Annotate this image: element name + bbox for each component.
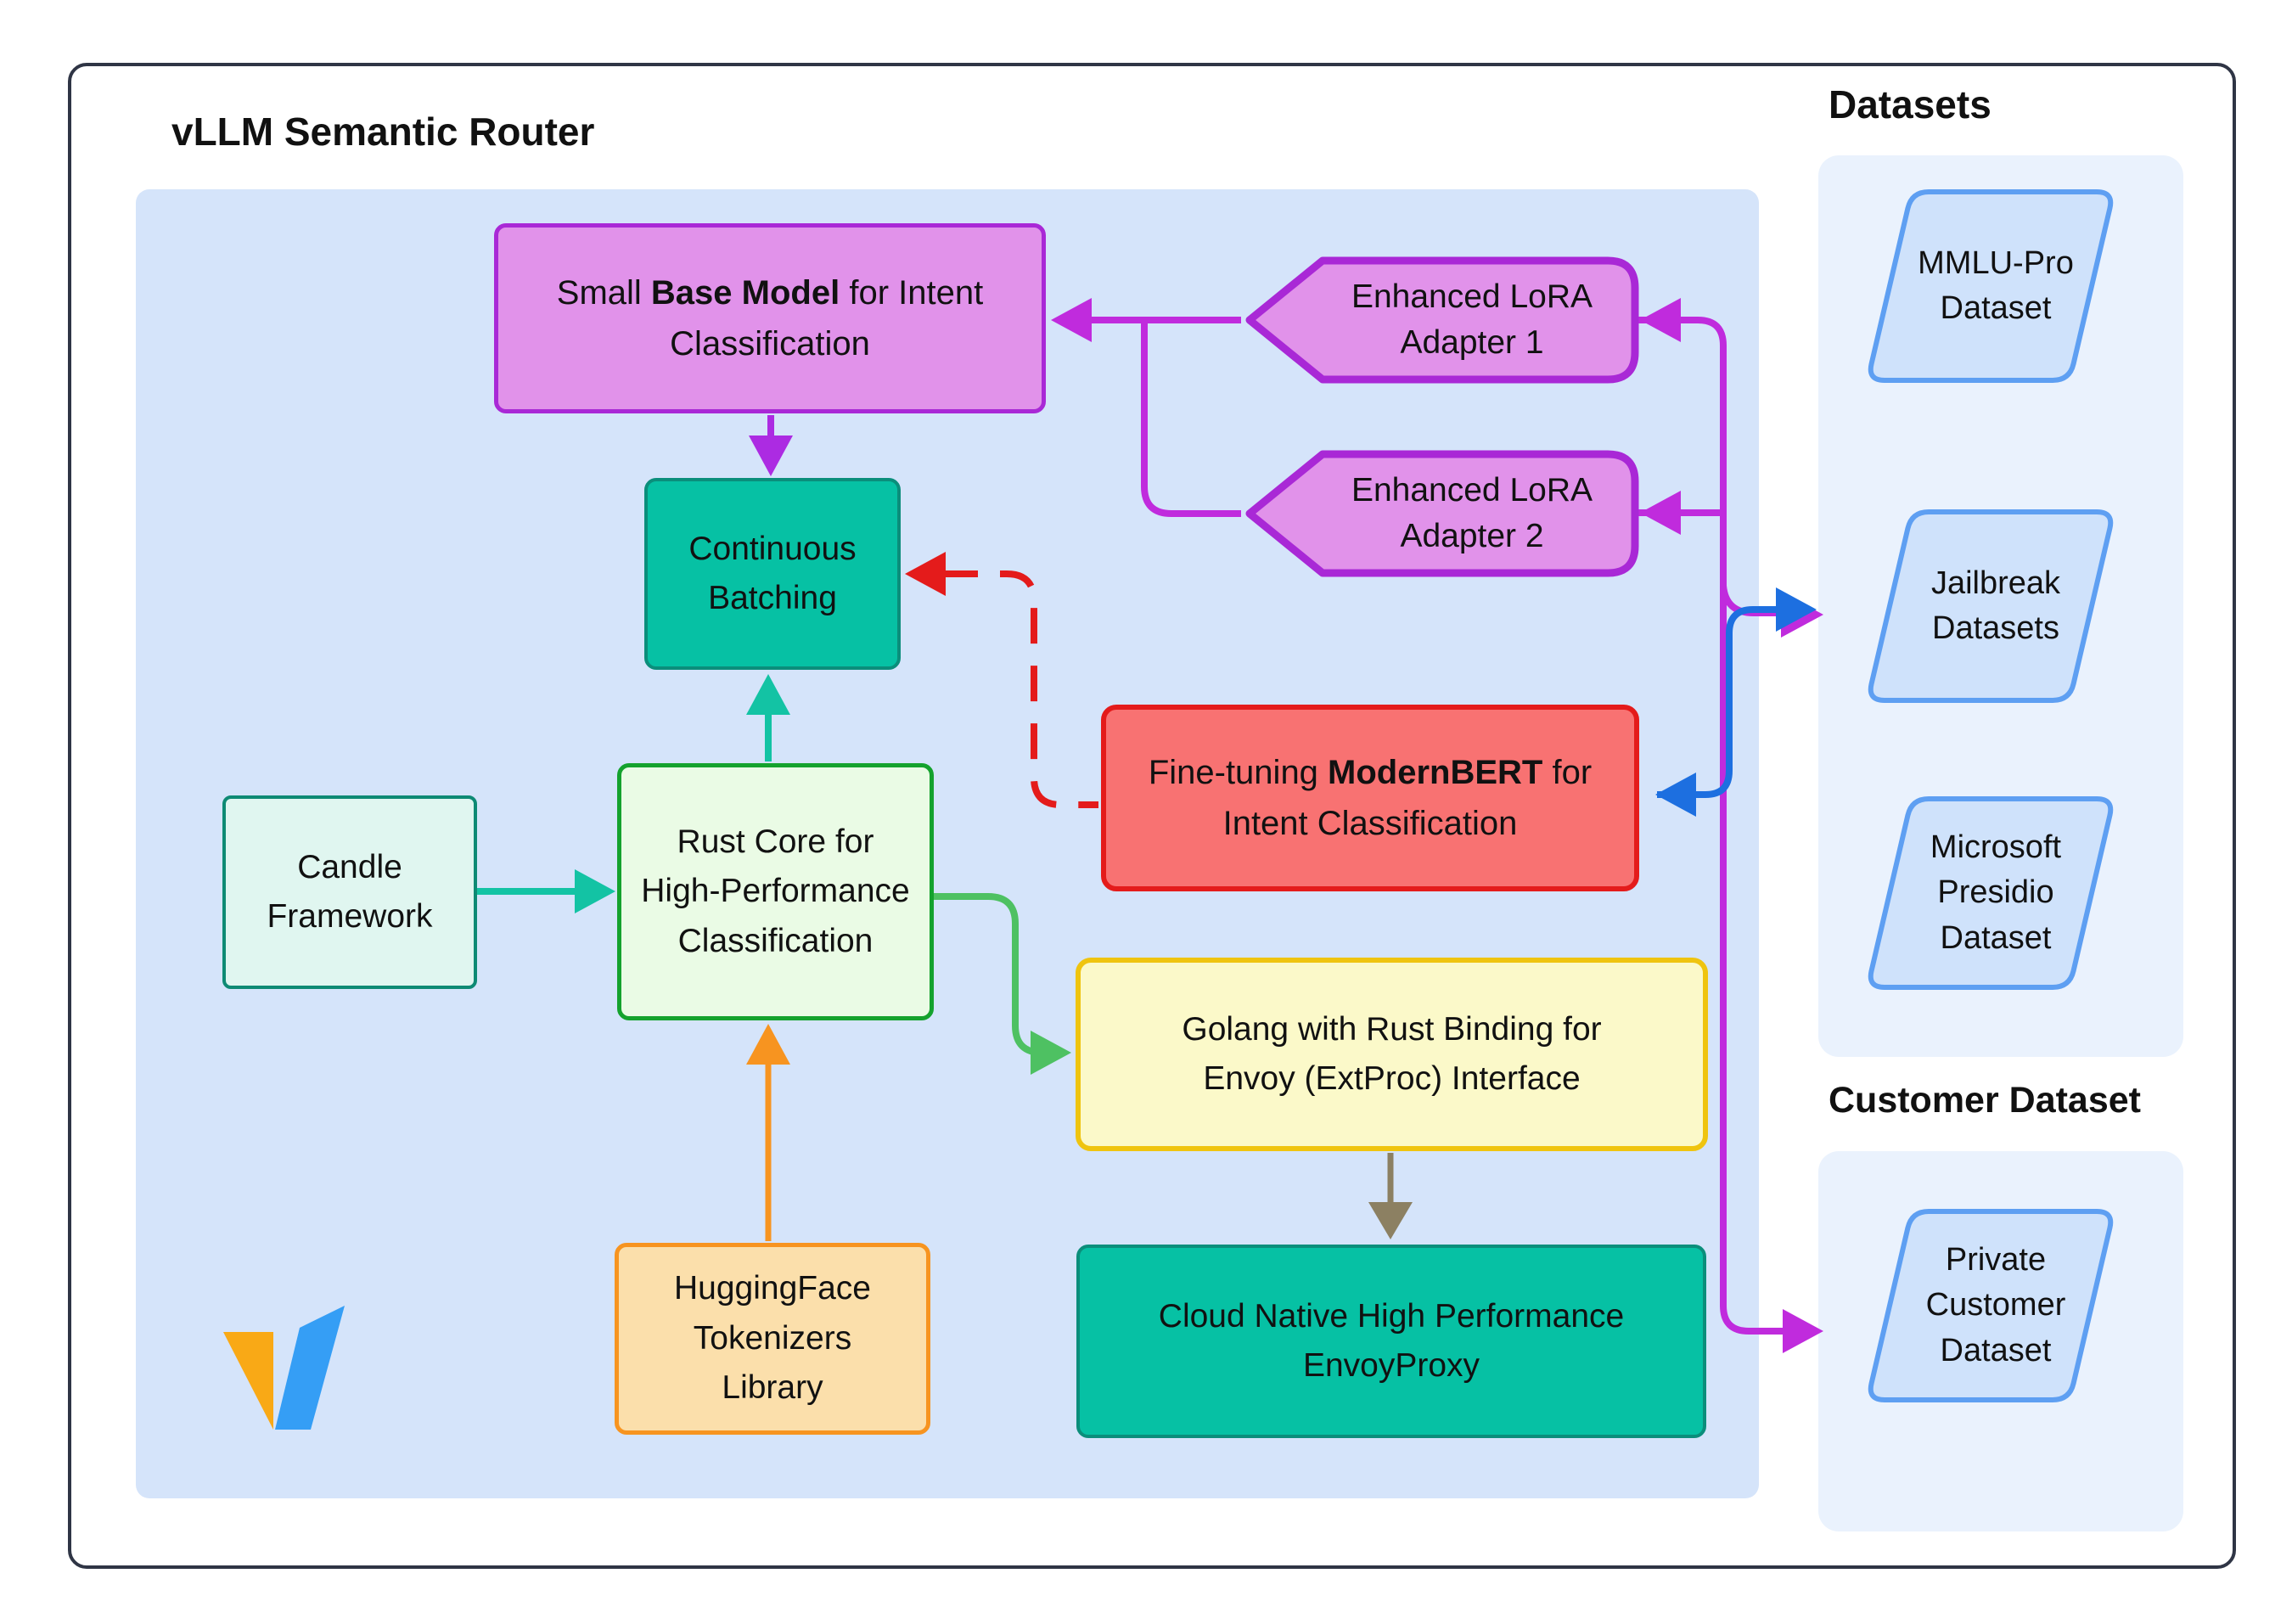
edge-modernbert-to-batching-dashed [942,570,1098,808]
edge-rustcore-to-golang [934,893,1058,1056]
node-label: High-Performance [641,873,910,910]
dataset-label: Jailbreak [1930,565,2061,601]
page-title: vLLM Semantic Router [171,110,595,154]
node-label: Enhanced LoRA [1351,472,1593,509]
node-label: Library [722,1369,823,1407]
node-lora-adapter-1: Enhanced LoRA Adapter 1 [1244,249,1645,391]
parallelogram-shape [1868,189,2114,383]
node-label: Fine-tuning ModernBERT for [1148,754,1593,791]
node-label: Classification [677,922,874,959]
dataset-label: Microsoft [1930,829,2062,866]
arrowhead-into-batching-right [905,552,946,596]
arrowhead-into-batching-bottom [746,674,790,715]
node-label: Candle [297,848,402,885]
node-label: Continuous [688,530,857,567]
node-label: Tokenizers [693,1319,852,1357]
arrowhead-into-rustcore-bottom [746,1024,790,1065]
parallelogram-shape [1868,1209,2114,1402]
node-modernbert: Fine-tuning ModernBERT for Intent Classi… [1101,705,1639,891]
dataset-mmlu-pro: MMLU-Pro Dataset [1861,188,2119,385]
node-label: Small Base Model for Intent [556,274,984,312]
node-label: Cloud Native High Performance [1158,1297,1625,1335]
node-continuous-batching: Continuous Batching [644,478,901,670]
dataset-label: MMLU-Pro [1918,244,2074,281]
node-label: Batching [708,580,837,616]
node-rust-core: Rust Core for High-Performance Classific… [617,763,934,1020]
arrowhead-into-lora2-magenta [1640,491,1681,535]
arrowhead-into-jailbreak-blue [1776,587,1817,632]
node-envoyproxy: Cloud Native High Performance EnvoyProxy [1076,1245,1706,1438]
node-base-model: Small Base Model for Intent Classificati… [494,223,1046,413]
lora-shape [1245,450,1639,577]
node-label: Adapter 1 [1400,324,1544,361]
parallelogram-shape [1868,796,2114,990]
node-label: Golang with Rust Binding for [1182,1010,1602,1048]
node-huggingface-tokenizers: HuggingFace Tokenizers Library [615,1243,930,1435]
node-lora-adapter-2: Enhanced LoRA Adapter 2 [1244,442,1645,585]
dataset-label: Dataset [1940,919,2052,956]
vllm-logo-icon [223,1306,345,1430]
node-golang-binding: Golang with Rust Binding for Envoy (ExtP… [1076,958,1708,1151]
dataset-label: Dataset [1940,1332,2052,1368]
node-label: Intent Classification [1222,805,1518,842]
parallelogram-shape [1868,509,2114,703]
node-label: Adapter 2 [1400,518,1544,554]
node-candle-framework: Candle Framework [222,795,477,989]
node-label: Classification [670,325,870,362]
dataset-label: Dataset [1940,290,2052,326]
dataset-microsoft-presidio: Microsoft Presidio Dataset [1861,795,2119,992]
lora-shape [1245,256,1639,384]
dataset-label: Presidio [1937,874,2054,911]
arrowhead-into-private-dataset [1783,1309,1823,1353]
arrowhead-into-basemodel [1051,298,1092,342]
node-label: Rust Core for [677,823,874,860]
dataset-label: Private [1945,1242,2047,1278]
dataset-private-customer: Private Customer Dataset [1861,1207,2119,1404]
arrowhead-into-golang [1031,1031,1071,1075]
edge-lora2-merge [1141,320,1241,517]
dataset-label: Customer [1925,1287,2066,1323]
node-label: HuggingFace [674,1270,871,1307]
dataset-jailbreak: Jailbreak Datasets [1861,508,2119,705]
edge-vertical-to-private-dataset [1638,317,1812,1335]
node-label: Enhanced LoRA [1351,278,1593,316]
node-label: EnvoyProxy [1302,1347,1480,1384]
customer-panel-title: Customer Dataset [1829,1080,2141,1121]
datasets-panel-title: Datasets [1829,82,1991,126]
arrowhead-into-modernbert [1655,773,1696,817]
edge-modernbert-jailbreak [1657,606,1805,798]
dataset-label: Datasets [1932,610,2059,646]
arrowhead-into-rustcore-left [575,869,615,913]
arrowhead-into-lora1 [1640,298,1681,342]
arrowhead-into-batching-top [749,436,793,476]
arrowhead-into-envoy [1368,1202,1413,1239]
node-label: Framework [267,898,433,935]
node-label: Envoy (ExtProc) Interface [1203,1060,1581,1097]
